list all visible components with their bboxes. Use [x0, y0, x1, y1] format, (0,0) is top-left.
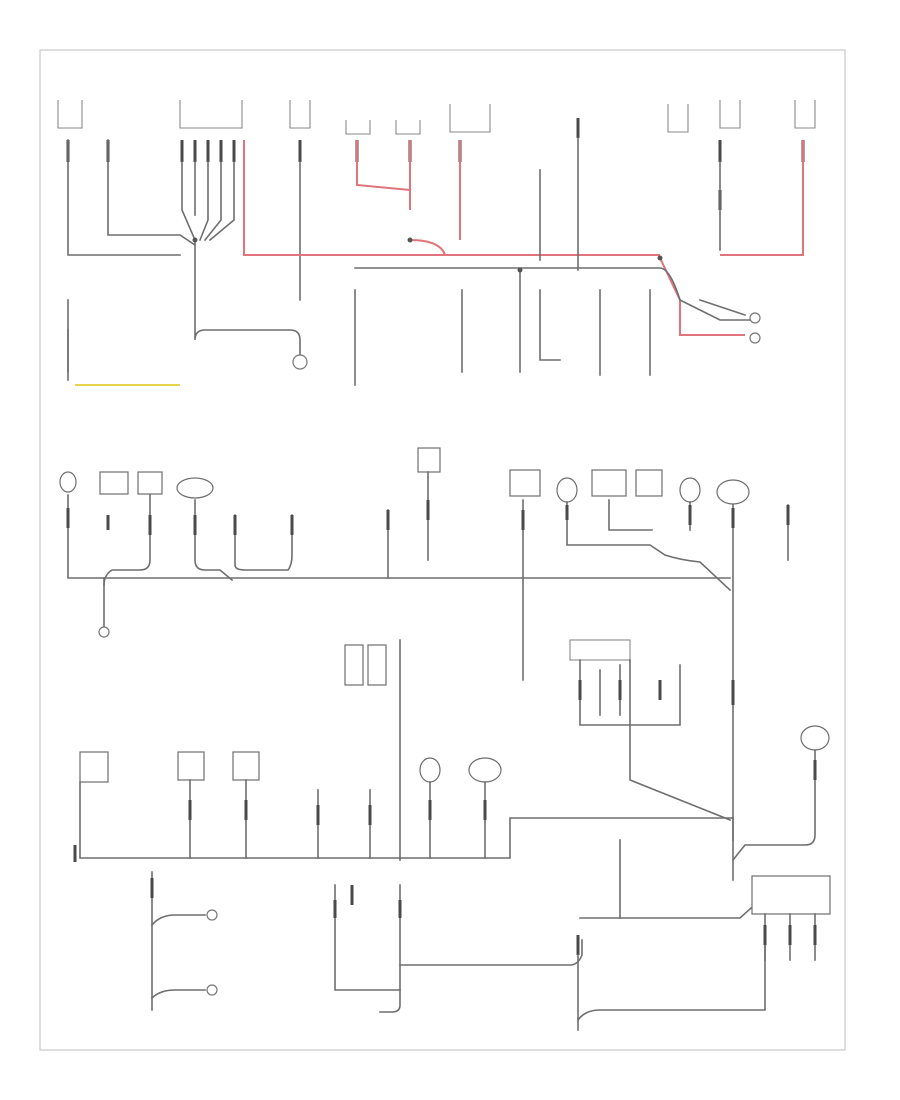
component-low-2: [177, 751, 205, 781]
component-mid-4: [176, 477, 214, 499]
wire-main-bus-top: [354, 267, 751, 321]
component-top-8: [719, 100, 741, 129]
component-low-6: [800, 725, 830, 751]
ground-symbol-top-3: [749, 332, 761, 344]
component-mid-10: [679, 477, 701, 503]
connectors-mid-right: [578, 680, 735, 705]
connectors-lower: [73, 760, 817, 862]
wire-left-ground-loop: [194, 239, 301, 356]
component-mid-8: [591, 469, 627, 497]
component-top-2: [179, 100, 243, 129]
component-low-1: [79, 751, 109, 783]
component-top-7: [667, 104, 689, 133]
lower-section-harness: [73, 725, 831, 1031]
component-mid-2: [99, 471, 129, 495]
component-mid-1: [59, 471, 77, 493]
connectors-top: [66, 118, 805, 210]
component-mid-13: [367, 644, 387, 686]
ground-symbol-top-1: [292, 354, 308, 370]
ground-symbol-mid-1: [98, 626, 110, 638]
component-top-6: [449, 104, 491, 133]
component-top-3: [289, 100, 311, 129]
component-top-9: [794, 100, 816, 129]
ground-symbol-top-2: [749, 312, 761, 324]
connectors-middle: [66, 500, 790, 535]
component-mid-3: [137, 471, 163, 495]
wire-left-top: [67, 139, 181, 256]
component-mid-14: [569, 639, 631, 661]
connectors-lower-right: [763, 925, 817, 945]
component-top-4: [345, 120, 371, 135]
ground-symbol-low-1: [206, 909, 218, 921]
wire-lower-bus: [79, 781, 734, 859]
wire-middle-bus: [67, 494, 731, 579]
wire-hot-bus: [243, 140, 660, 256]
component-top-5: [395, 120, 421, 135]
wire-hot-branch-right: [659, 257, 745, 336]
component-low-4: [419, 757, 441, 783]
diagram-frame: [39, 49, 846, 1051]
wire-left-2: [107, 139, 197, 247]
component-mid-5: [417, 447, 441, 473]
component-mid-6: [509, 469, 541, 497]
component-mid-7: [556, 477, 578, 503]
middle-section-harness: [59, 447, 790, 861]
ground-symbol-low-2: [206, 984, 218, 996]
component-low-3: [232, 751, 260, 781]
top-section-harness: [57, 100, 816, 386]
component-mid-12: [344, 644, 364, 686]
component-top-1: [57, 100, 83, 129]
component-low-7: [751, 875, 831, 915]
component-mid-11: [716, 479, 750, 505]
component-low-5: [468, 757, 502, 783]
component-mid-9: [635, 469, 663, 497]
